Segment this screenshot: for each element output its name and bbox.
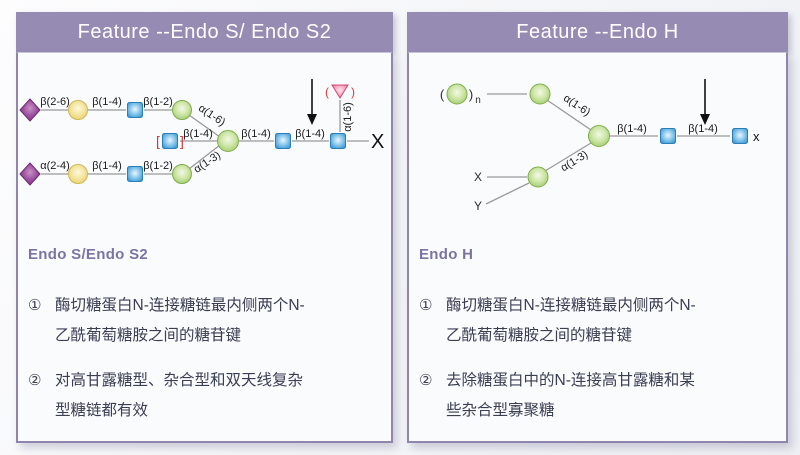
item-text: 对高甘露糖型、杂合型和双天线复杂 型糖链都有效: [55, 372, 304, 419]
bond-label: α(2-4): [40, 160, 70, 172]
sialic-acid-diamond-icon: [19, 98, 41, 122]
bisecting-glcnac-square-icon: [162, 133, 178, 149]
bond-label: β(1-4): [688, 123, 718, 135]
glcnac-square-icon: [275, 133, 291, 149]
bracket-open-mark: [: [156, 133, 160, 149]
item-text: 酶切糖蛋白N-连接糖链最内侧两个N- 乙酰葡萄糖胺之间的糖苷键: [55, 297, 305, 344]
paren-close-mark: ): [351, 85, 355, 99]
endo-s-item-2: ② 对高甘露糖型、杂合型和双天线复杂 型糖链都有效: [28, 366, 383, 426]
galactose-circle-icon: [68, 164, 88, 184]
paren-open-mark: (: [325, 85, 329, 99]
mannose-circle-icon: [446, 83, 468, 105]
bond-line: [544, 142, 592, 172]
branch-y-label: Y: [474, 199, 482, 213]
item-text: 酶切糖蛋白N-连接糖链最内侧两个N- 乙酰葡萄糖胺之间的糖苷键: [446, 297, 696, 344]
endo-h-item-2: ② 去除糖蛋白中的N-连接高甘露糖和某 些杂合型寡聚糖: [419, 366, 778, 426]
endo-h-panel-header: Feature --Endo H: [407, 12, 788, 52]
item-number: ②: [419, 372, 433, 389]
bond-label: α(1-6): [561, 92, 592, 118]
bond-label: α(1-3): [192, 149, 223, 175]
endo-s-panel-body: β(2-6) β(1-4) β(1-2) α(2-4) β(1-4) β(1-2…: [16, 52, 393, 443]
endo-s-item-1: ① 酶切糖蛋白N-连接糖链最内侧两个N- 乙酰葡萄糖胺之间的糖苷键: [28, 291, 383, 351]
branch-x-label: X: [474, 170, 482, 184]
endo-h-panel: Feature --Endo H ( ) n α(1-6) α(1-3) X Y…: [407, 12, 788, 443]
mannose-circle-icon: [527, 166, 549, 188]
endo-h-item-1: ① 酶切糖蛋白N-连接糖链最内侧两个N- 乙酰葡萄糖胺之间的糖苷键: [419, 291, 778, 351]
endo-s-panel-header: Feature --Endo S/ Endo S2: [16, 12, 393, 52]
core-mannose-circle-icon: [588, 125, 610, 147]
bond-line: [485, 182, 530, 205]
item-text: 去除糖蛋白中的N-连接高甘露糖和某 些杂合型寡聚糖: [446, 372, 695, 419]
endo-s-title: Endo S/Endo S2: [28, 246, 149, 263]
bond-label: β(2-6): [40, 96, 70, 108]
bond-line: [188, 114, 221, 138]
glcnac-square-icon: [127, 166, 143, 182]
protein-terminal-label: x: [753, 129, 760, 144]
glcnac-square-icon: [732, 128, 748, 144]
paren-close-mark: ): [469, 87, 473, 102]
bond-label: β(1-2): [143, 160, 173, 172]
glcnac-square-icon: [660, 128, 676, 144]
bond-label: β(1-4): [92, 96, 122, 108]
mannose-circle-icon: [172, 164, 192, 184]
bond-line: [546, 99, 592, 131]
bracket-close-mark: ]: [180, 133, 184, 149]
repeat-subscript-label: n: [475, 95, 481, 106]
item-number: ①: [419, 297, 433, 314]
endo-s-glycan-diagram: β(2-6) β(1-4) β(1-2) α(2-4) β(1-4) β(1-2…: [19, 79, 384, 186]
cleavage-arrow-icon: [700, 79, 710, 125]
protein-terminal-label: X: [371, 131, 384, 153]
bond-line: [188, 144, 221, 170]
endo-h-panel-body: ( ) n α(1-6) α(1-3) X Y β(1-4) β(1-4) x …: [407, 52, 788, 443]
galactose-circle-icon: [68, 100, 88, 120]
bond-label: α(1-6): [196, 102, 227, 128]
bond-label: β(1-2): [143, 96, 173, 108]
glcnac-square-icon: [127, 102, 143, 118]
mannose-circle-icon: [529, 83, 551, 105]
fucose-triangle-icon: [331, 84, 349, 99]
endo-s-panel: Feature --Endo S/ Endo S2: [16, 12, 393, 443]
core-mannose-circle-icon: [217, 130, 239, 152]
paren-open-mark: (: [440, 87, 445, 102]
endo-h-glycan-diagram: ( ) n α(1-6) α(1-3) X Y β(1-4) β(1-4) x: [440, 79, 760, 213]
item-number: ①: [28, 297, 42, 314]
sialic-acid-diamond-icon: [19, 162, 41, 186]
glcnac-square-icon: [330, 133, 346, 149]
mannose-circle-icon: [172, 100, 192, 120]
bond-label: β(1-4): [295, 128, 325, 140]
endo-h-title: Endo H: [419, 246, 474, 263]
bond-label: α(1-6): [342, 102, 354, 132]
bond-label: β(1-4): [241, 128, 271, 140]
bond-label: β(1-4): [617, 123, 647, 135]
item-number: ②: [28, 372, 42, 389]
cleavage-arrow-icon: [307, 79, 317, 125]
bond-label: β(1-4): [92, 160, 122, 172]
bond-label: β(1-4): [183, 128, 213, 140]
